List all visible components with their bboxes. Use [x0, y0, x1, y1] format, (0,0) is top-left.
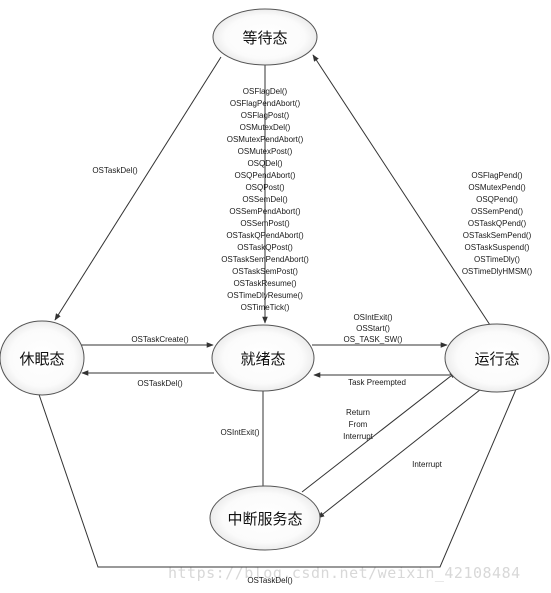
- state-isr-label: 中断服务态: [227, 510, 302, 528]
- label-waiting-to-ready-14: OSTaskQPost(): [237, 243, 293, 252]
- label-waiting-to-ready-11: OSSemPendAbort(): [229, 207, 300, 216]
- label-running-to-waiting-6: OSTaskSemPend(): [463, 231, 532, 240]
- label-running-to-waiting-9: OSTimeDlyHMSM(): [462, 267, 533, 276]
- label-ready-to-running-2: OSStart(): [356, 324, 390, 333]
- label-isr-to-running-2: From: [349, 420, 368, 429]
- label-isr-to-running-3: Interrupt: [343, 432, 374, 441]
- state-ready: 就绪态: [211, 324, 315, 392]
- label-waiting-to-ready-2: OSFlagPendAbort(): [230, 99, 301, 108]
- label-running-to-waiting-2: OSMutexPend(): [468, 183, 526, 192]
- state-ready-label: 就绪态: [240, 350, 285, 368]
- label-running-to-waiting-3: OSQPend(): [476, 195, 518, 204]
- label-running-to-waiting-4: OSSemPend(): [471, 207, 523, 216]
- edge-waiting-to-dormant: [54, 56, 222, 321]
- label-waiting-to-ready-5: OSMutexPendAbort(): [227, 135, 304, 144]
- label-waiting-to-ready-6: OSMutexPost(): [238, 147, 293, 156]
- state-dormant-label: 休眠态: [19, 350, 64, 368]
- edge-running-to-waiting: [312, 54, 491, 326]
- state-running-label: 运行态: [474, 350, 519, 368]
- state-waiting-label: 等待态: [242, 29, 287, 47]
- label-running-to-dormant: OSTaskDel(): [247, 576, 293, 585]
- label-waiting-to-ready-8: OSQPendAbort(): [235, 171, 296, 180]
- label-waiting-to-ready-9: OSQPost(): [245, 183, 284, 192]
- label-waiting-to-ready-4: OSMutexDel(): [240, 123, 291, 132]
- label-waiting-to-ready-12: OSSemPost(): [240, 219, 290, 228]
- label-running-to-ready: Task Preempted: [348, 378, 406, 387]
- label-waiting-to-ready-15: OSTaskSemPendAbort(): [221, 255, 309, 264]
- edge-running-to-isr: [317, 377, 496, 519]
- label-running-to-waiting-7: OSTaskSuspend(): [465, 243, 530, 252]
- label-ready-to-running-3: OS_TASK_SW(): [344, 335, 403, 344]
- label-waiting-to-ready-10: OSSemDel(): [242, 195, 288, 204]
- state-running: 运行态: [444, 323, 550, 393]
- label-waiting-to-ready-18: OSTimeDlyResume(): [227, 291, 303, 300]
- label-waiting-to-ready-3: OSFlagPost(): [241, 111, 290, 120]
- label-waiting-to-ready-7: OSQDel(): [247, 159, 282, 168]
- state-dormant: 休眠态: [0, 320, 85, 396]
- label-ready-to-running-1: OSIntExit(): [353, 313, 392, 322]
- label-running-to-waiting-5: OSTaskQPend(): [468, 219, 527, 228]
- label-isr-to-ready: OSIntExit(): [220, 428, 259, 437]
- state-isr: 中断服务态: [209, 485, 321, 551]
- label-waiting-to-ready-19: OSTimeTick(): [241, 303, 290, 312]
- state-waiting: 等待态: [212, 8, 318, 66]
- label-waiting-to-ready-13: OSTaskQPendAbort(): [226, 231, 304, 240]
- watermark: https://blog.csdn.net/weixin_42108484: [168, 564, 521, 582]
- edge-running-to-dormant: [31, 373, 521, 568]
- label-running-to-isr: Interrupt: [412, 460, 443, 469]
- label-running-to-waiting-8: OSTimeDly(): [474, 255, 520, 264]
- label-isr-to-running-1: Return: [346, 408, 370, 417]
- label-waiting-to-dormant: OSTaskDel(): [92, 166, 138, 175]
- label-running-to-waiting-1: OSFlagPend(): [471, 171, 522, 180]
- label-ready-to-dormant: OSTaskDel(): [137, 379, 183, 388]
- label-waiting-to-ready-1: OSFlagDel(): [243, 87, 288, 96]
- edge-isr-to-running: [301, 371, 457, 493]
- label-waiting-to-ready-16: OSTaskSemPost(): [232, 267, 298, 276]
- label-waiting-to-ready-17: OSTaskResume(): [233, 279, 296, 288]
- label-dormant-to-ready: OSTaskCreate(): [131, 335, 189, 344]
